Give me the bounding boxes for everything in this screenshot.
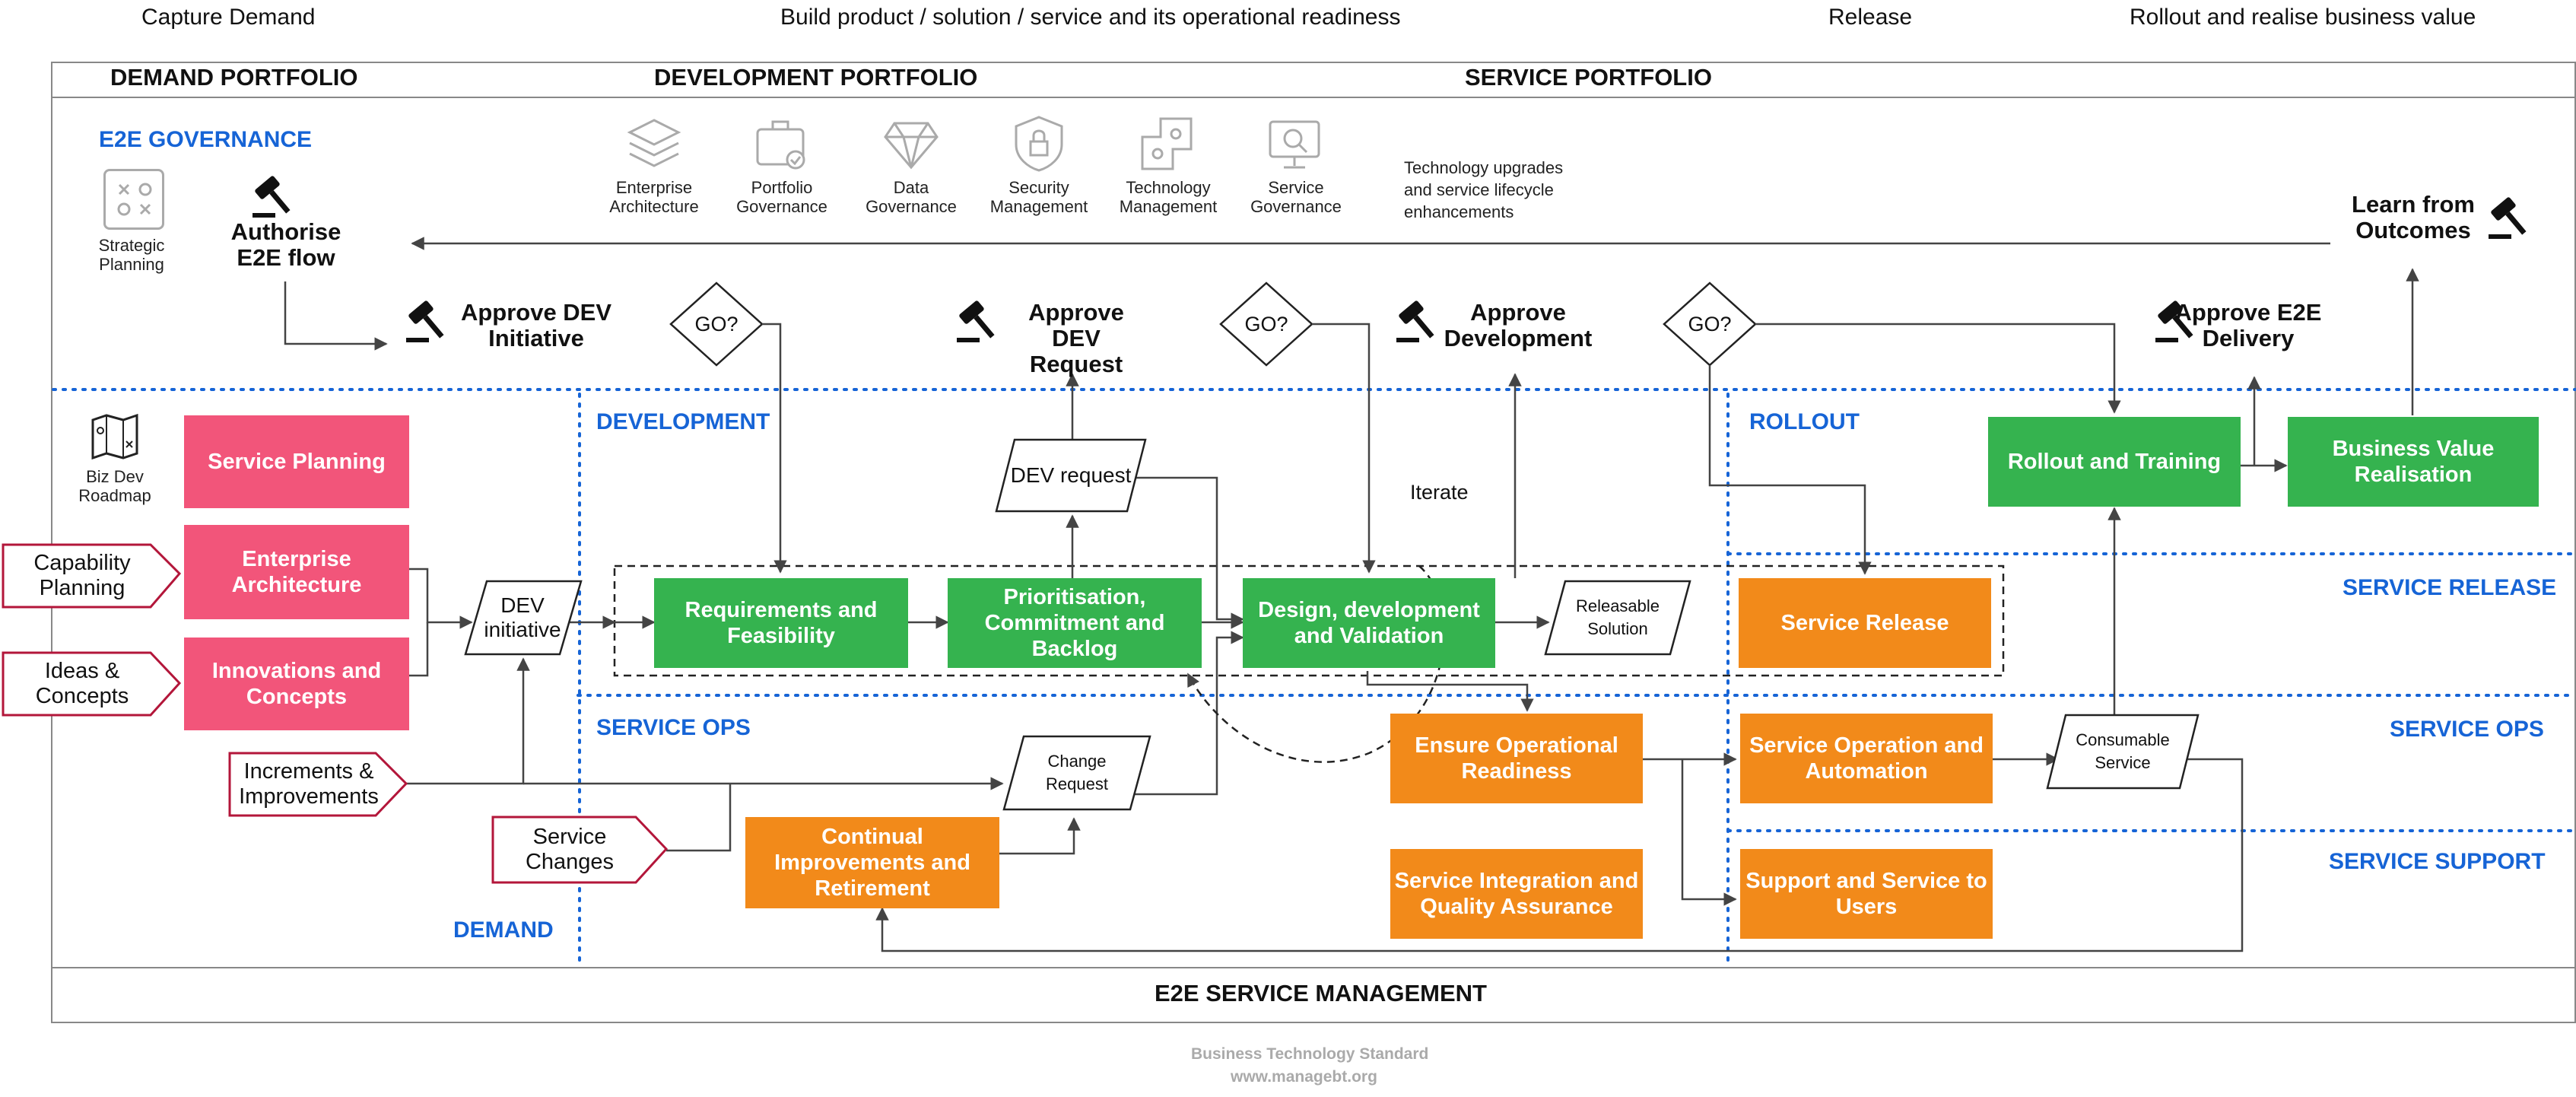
- e2e-service-management-title: E2E SERVICE MANAGEMENT: [1155, 980, 1487, 1006]
- learn-label: Learn from Outcomes: [2352, 191, 2475, 243]
- strategic-planning-label: Strategic Planning: [98, 236, 165, 275]
- ideas-concepts-input: Ideas & Concepts: [35, 659, 129, 708]
- gavel-icon: [955, 295, 1004, 344]
- gavel-icon: [405, 295, 453, 344]
- dev-initiative-label: DEV initiative: [484, 593, 561, 641]
- data-governance-label: Data Governance: [866, 178, 957, 217]
- portfolio-governance-label: Portfolio Governance: [736, 178, 827, 217]
- approve-dev-request-label: Approve DEV Request: [1028, 299, 1124, 377]
- portfolio-governance-icon: [753, 116, 811, 173]
- demand-portfolio-title: DEMAND PORTFOLIO: [110, 64, 358, 91]
- gavel-icon: [2154, 295, 2203, 344]
- innovations-box[interactable]: Innovations and Concepts: [184, 638, 409, 730]
- footer-standard: Business Technology Standard: [1191, 1045, 1429, 1063]
- enterprise-architecture-label: Enterprise Architecture: [609, 178, 699, 217]
- service-planning-box[interactable]: Service Planning: [184, 415, 409, 508]
- service-governance-label: Service Governance: [1250, 178, 1342, 217]
- zone-development: DEVELOPMENT: [596, 409, 770, 434]
- e2e-governance-label: E2E GOVERNANCE: [99, 127, 313, 152]
- roadmap-icon: [90, 414, 140, 459]
- go-decision-1: GO?: [694, 312, 738, 335]
- approve-dev-initiative-label: Approve DEV Initiative: [460, 299, 612, 351]
- shield-lock-icon: [1010, 114, 1068, 173]
- change-request-label: Change Request: [1046, 752, 1108, 793]
- business-value-box[interactable]: Business Value Realisation: [2288, 417, 2539, 507]
- requirements-box[interactable]: Requirements and Feasibility: [654, 578, 908, 668]
- zone-service-support: SERVICE SUPPORT: [2329, 849, 2546, 874]
- strategic-planning-icon: [103, 169, 164, 230]
- prioritisation-box[interactable]: Prioritisation, Commitment and Backlog: [948, 578, 1202, 668]
- service-release-box[interactable]: Service Release: [1739, 578, 1991, 668]
- tech-upgrades-label: Technology upgrades and service lifecycl…: [1404, 158, 1564, 221]
- support-users-box[interactable]: Support and Service to Users: [1740, 849, 1993, 939]
- change-request-shape: [1002, 735, 1151, 811]
- go-decision-2: GO?: [1244, 312, 1288, 335]
- releasable-solution-label: Releasable Solution: [1575, 596, 1660, 638]
- phase-capture-demand: Capture Demand: [141, 5, 316, 30]
- service-changes-input: Service Changes: [525, 825, 615, 874]
- rollout-training-box[interactable]: Rollout and Training: [1988, 417, 2241, 507]
- gavel-icon: [251, 170, 300, 219]
- puzzle-icon: [1138, 114, 1196, 173]
- enterprise-architecture-icon: [625, 114, 683, 172]
- zone-service-ops-right: SERVICE OPS: [2390, 717, 2544, 742]
- technology-management-label: Technology Management: [1119, 178, 1218, 217]
- iterate-label: Iterate: [1410, 481, 1469, 504]
- go-decision-3: GO?: [1688, 312, 1732, 335]
- service-integration-box[interactable]: Service Integration and Quality Assuranc…: [1390, 849, 1643, 939]
- zone-service-release: SERVICE RELEASE: [2343, 575, 2557, 600]
- authorise-label: Authorise E2E flow: [230, 218, 341, 271]
- development-portfolio-title: DEVELOPMENT PORTFOLIO: [654, 64, 978, 91]
- consumable-service-label: Consumable Service: [2076, 730, 2170, 772]
- monitor-search-icon: [1266, 116, 1323, 173]
- gavel-icon: [1395, 295, 1444, 344]
- phase-build: Build product / solution / service and i…: [780, 5, 1401, 30]
- phase-release: Release: [1828, 5, 1913, 30]
- enterprise-architecture-box[interactable]: Enterprise Architecture: [184, 525, 409, 619]
- continual-improvements-box[interactable]: Continual Improvements and Retirement: [745, 817, 999, 908]
- diamond-icon: [882, 116, 940, 173]
- footer-url: www.managebt.org: [1231, 1068, 1377, 1086]
- service-portfolio-title: SERVICE PORTFOLIO: [1465, 64, 1712, 91]
- gavel-icon: [2487, 192, 2536, 240]
- approve-e2e-delivery-label: Approve E2E Delivery: [2174, 299, 2322, 351]
- zone-rollout: ROLLOUT: [1749, 409, 1860, 434]
- zone-service-ops-left: SERVICE OPS: [596, 715, 751, 740]
- zone-demand: DEMAND: [453, 917, 554, 943]
- biz-dev-roadmap-label: Biz Dev Roadmap: [78, 467, 151, 506]
- dev-initiative-shape: [464, 580, 583, 656]
- capability-planning-input: Capability Planning: [33, 551, 131, 600]
- consumable-shape: [2046, 714, 2200, 790]
- security-management-label: Security Management: [989, 178, 1088, 217]
- dev-request-shape: [995, 438, 1147, 513]
- increments-improvements-input: Increments & Improvements: [239, 759, 379, 809]
- dev-request-label: DEV request: [1010, 463, 1132, 487]
- releasable-shape: [1544, 580, 1691, 656]
- design-box[interactable]: Design, development and Validation: [1243, 578, 1495, 668]
- service-operation-box[interactable]: Service Operation and Automation: [1740, 714, 1993, 803]
- ensure-readiness-box[interactable]: Ensure Operational Readiness: [1390, 714, 1643, 803]
- phase-rollout: Rollout and realise business value: [2130, 5, 2476, 30]
- approve-development-label: Approve Development: [1444, 299, 1593, 351]
